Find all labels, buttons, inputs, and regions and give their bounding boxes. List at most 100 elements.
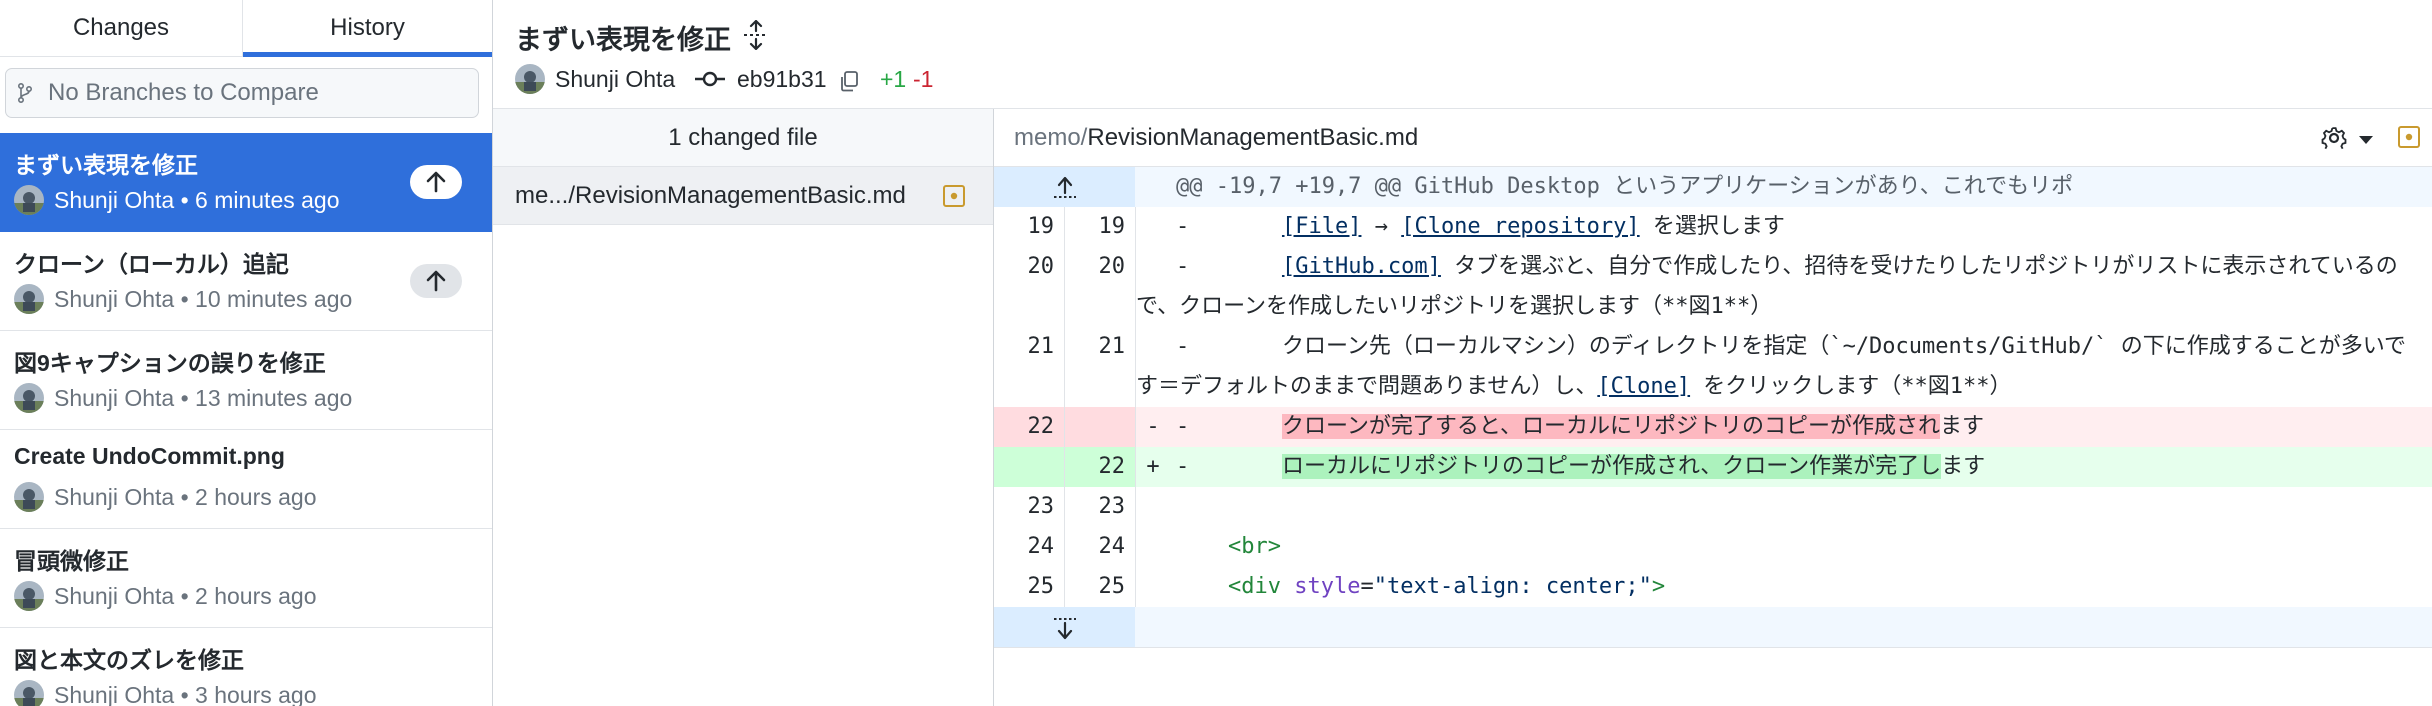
avatar <box>515 64 545 94</box>
diff-line-text: - クローン先（ローカルマシン）のディレクトリを指定（`~/Documents/… <box>1176 334 2407 359</box>
diff-path-directory: memo/ <box>1014 124 1088 151</box>
avatar <box>14 185 44 215</box>
diff-word-highlight: クローンが完了すると、ローカルにリポジトリのコピーが作成され <box>1281 414 1940 439</box>
diff-line-text: <br> <box>1228 527 2426 567</box>
diff-options-button[interactable] <box>2318 123 2374 153</box>
diff-line-text: - クローンが完了すると、ローカルにリポジトリのコピーが作成されます <box>1176 407 2426 447</box>
commit-item[interactable]: 図と本文のズレを修正 Shunji Ohta • 3 hours ago <box>0 628 492 706</box>
changed-files-count: 1 changed file <box>493 109 993 167</box>
diff-line-added[interactable]: 22 + - ローカルにリポジトリのコピーが作成され、クローン作業が完了します <box>994 447 2432 487</box>
diff-text-segment: - <box>1176 254 1282 279</box>
unpushed-commit-badge <box>410 165 462 199</box>
commit-title: 図9キャプションの誤りを修正 <box>14 350 326 376</box>
diff-text-segment: す＝デフォルトのままで問題ありません）し、 <box>1136 374 1598 399</box>
diff-text-link: [Clone repository] <box>1401 214 1640 239</box>
diff-line-text: - [GitHub.com] タブを選ぶと、自分で作成したり、招待を受けたりした… <box>1176 247 2426 287</box>
diff-text-segment: をクリックします（**図1**） <box>1690 374 2012 399</box>
diff-text-segment: ます <box>1940 414 1985 439</box>
commit-sha: eb91b31 <box>737 66 827 92</box>
diff-text-link: [GitHub.com] <box>1281 254 1441 279</box>
changed-file-item[interactable]: me.../RevisionManagementBasic.md <box>493 167 993 225</box>
diff-line-context[interactable]: 21 21 - クローン先（ローカルマシン）のディレクトリを指定（`~/Docu… <box>994 327 2432 407</box>
commit-meta: Shunji Ohta • 10 minutes ago <box>54 286 353 312</box>
expand-down-icon <box>1053 618 1076 640</box>
commit-title: まずい表現を修正 <box>14 152 198 178</box>
commit-item[interactable]: Create UndoCommit.png Shunji Ohta • 2 ho… <box>0 430 492 529</box>
diff-line-wrap: す＝デフォルトのままで問題ありません）し、[Clone] をクリックします（**… <box>1136 367 2426 407</box>
old-line-number: 21 <box>1027 334 1055 359</box>
html-tag-token: <br> <box>1228 534 1281 559</box>
commit-summary-header: まずい表現を修正 Shunji Ohta eb91b31 +1 -1 <box>493 0 2432 109</box>
arrow-up-icon <box>426 171 446 193</box>
diff-line-text: - [File] → [Clone repository] を選択します <box>1176 207 2426 247</box>
avatar <box>14 482 44 512</box>
diff-text-segment: → <box>1361 214 1402 239</box>
diff-word-highlight: ローカルにリポジトリのコピーが作成され、クローン作業が完了し <box>1281 454 1942 479</box>
commit-meta: Shunji Ohta • 3 hours ago <box>54 682 317 706</box>
diff-path-filename: RevisionManagementBasic.md <box>1087 124 1419 151</box>
html-tag-token: > <box>1651 574 1666 599</box>
branch-compare-placeholder: No Branches to Compare <box>48 79 319 106</box>
diff-lines: @@ -19,7 +19,7 @@ GitHub Desktop というアプリケ… <box>994 167 2432 648</box>
diff-line-text: <div style="text-align: center;"> <box>1228 567 2426 607</box>
tab-changes[interactable]: Changes <box>0 0 243 56</box>
new-line-number: 23 <box>1098 494 1126 519</box>
diff-line-wrap: で、クローンを作成したいリポジトリを選択します（**図1**） <box>1136 294 1773 319</box>
diff-text-segment: タブを選ぶと、自分で作成したり、招待を受けたりしたリポジトリがリストに表示されて… <box>1440 254 2398 279</box>
commit-title: クローン（ローカル）追記 <box>14 251 289 277</box>
commit-summary-title: まずい表現を修正 <box>515 25 731 55</box>
commit-item[interactable]: クローン（ローカル）追記 Shunji Ohta • 10 minutes ag… <box>0 232 492 331</box>
commit-meta: Shunji Ohta • 13 minutes ago <box>54 385 353 411</box>
diff-addition-marker: + <box>1146 454 1160 479</box>
diff-deletion-marker: - <box>1146 414 1160 439</box>
branch-compare-input[interactable]: No Branches to Compare <box>5 68 479 118</box>
diff-text-segment: - <box>1176 454 1282 479</box>
avatar <box>14 680 44 706</box>
diff-line-context[interactable]: 20 20 - [GitHub.com] タブを選ぶと、自分で作成したり、招待を… <box>994 247 2432 327</box>
diff-text-link: [File] <box>1281 214 1362 239</box>
diff-line-context[interactable]: 25 25 <div style="text-align: center;"> <box>994 567 2432 607</box>
diff-line-context[interactable]: 19 19 - [File] → [Clone repository] を選択し… <box>994 207 2432 247</box>
copy-icon[interactable] <box>838 70 860 92</box>
expand-up-icon <box>1053 176 1076 198</box>
arrow-up-icon <box>426 270 446 292</box>
commit-item[interactable]: 図9キャプションの誤りを修正 Shunji Ohta • 13 minutes … <box>0 331 492 430</box>
commit-title: 図と本文のズレを修正 <box>14 647 244 673</box>
avatar <box>14 284 44 314</box>
diff-text-segment: = <box>1360 574 1374 599</box>
old-line-number: 20 <box>1027 254 1055 279</box>
diff-text-segment: ます <box>1941 454 1986 479</box>
diff-panel: memo/RevisionManagementBasic.md <box>994 109 2432 706</box>
diff-line-context[interactable]: 24 24 <br> <box>994 527 2432 567</box>
lines-added-count: +1 <box>880 66 907 92</box>
diff-end-divider <box>994 647 2432 648</box>
avatar <box>14 383 44 413</box>
commit-title: 冒頭微修正 <box>14 548 129 574</box>
git-commit-icon <box>695 71 725 87</box>
file-modified-icon <box>2398 126 2420 148</box>
new-line-number: 21 <box>1098 334 1126 359</box>
html-attr-token: style <box>1294 574 1361 599</box>
chevron-down-icon <box>2359 136 2373 144</box>
expand-down-button[interactable] <box>994 607 1135 647</box>
new-line-number: 22 <box>1098 454 1126 479</box>
expand-summary-icon[interactable] <box>741 20 771 50</box>
new-line-number: 19 <box>1098 214 1126 239</box>
diff-hunk-text: @@ -19,7 +19,7 @@ GitHub Desktop というアプリケ… <box>1176 174 2074 199</box>
commit-list: まずい表現を修正 Shunji Ohta • 6 minutes ago クロー… <box>0 133 492 706</box>
diff-line-deleted[interactable]: 22 - - クローンが完了すると、ローカルにリポジトリのコピーが作成されます <box>994 407 2432 447</box>
avatar <box>14 581 44 611</box>
diff-line-context[interactable]: 23 23 <box>994 487 2432 527</box>
file-modified-icon <box>943 185 965 207</box>
unpushed-commit-badge <box>410 264 462 298</box>
lines-deleted-count: -1 <box>913 66 934 92</box>
diff-text-segment: を選択します <box>1639 214 1785 239</box>
expand-up-button[interactable] <box>994 167 1135 207</box>
diff-hunk-header: @@ -19,7 +19,7 @@ GitHub Desktop というアプリケ… <box>994 167 2432 207</box>
commit-author: Shunji Ohta <box>555 66 676 92</box>
commit-item[interactable]: 冒頭微修正 Shunji Ohta • 2 hours ago <box>0 529 492 628</box>
old-line-number: 23 <box>1027 494 1055 519</box>
diff-text-segment: - <box>1176 414 1282 439</box>
tab-history[interactable]: History <box>243 0 492 57</box>
commit-item[interactable]: まずい表現を修正 Shunji Ohta • 6 minutes ago <box>0 133 492 232</box>
